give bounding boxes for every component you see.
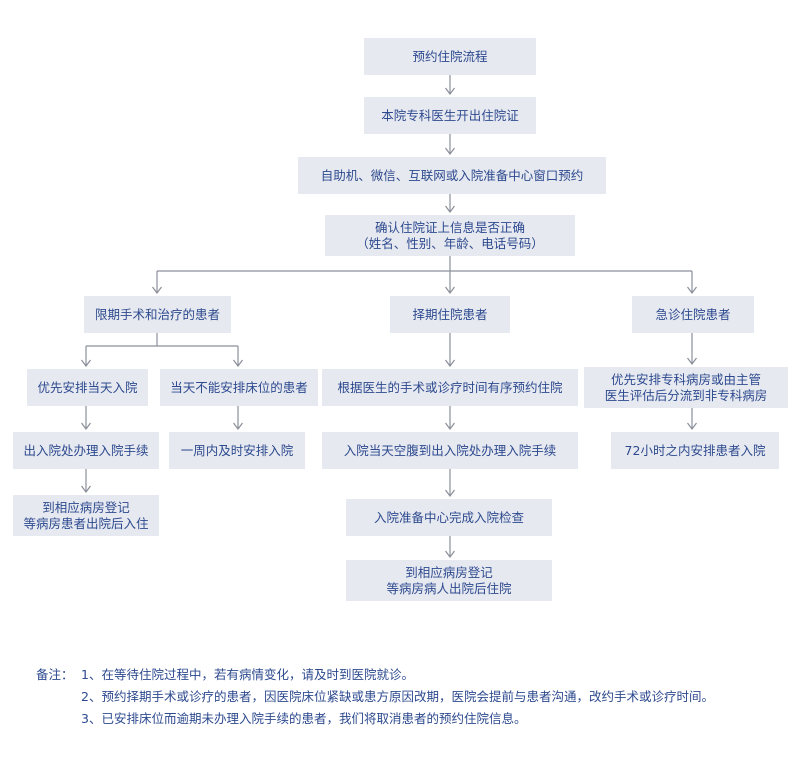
arrow-to-same-day-head <box>81 359 91 367</box>
arrow-to-elective-head <box>445 286 455 294</box>
arrow-booking-to-fasting-head <box>445 422 455 430</box>
arrow-fasting-to-exam-head <box>445 489 455 497</box>
category-emergency-text: 急诊住院患者 <box>655 306 731 322</box>
limited-same-day-admission: 优先安排当天入院 <box>27 369 148 406</box>
arrow-booking-to-confirm-head <box>445 205 455 213</box>
note-item-3: 3、已安排床位而逾期未办理入院手续的患者，我们将取消患者的预约住院信息。 <box>81 711 527 726</box>
arrow-to-limited-head <box>152 286 162 294</box>
category-elective-text: 择期住院患者 <box>412 306 488 322</box>
notes-section: 备注： 1、在等待住院过程中，若有病情变化，请及时到医院就诊。 2、预约择期手术… <box>36 664 796 730</box>
arrow-emergency-to-priority-head <box>687 357 697 365</box>
step-confirm-info: 确认住院证上信息是否正确 （姓名、性别、年龄、电话号码） <box>325 215 575 256</box>
arrow-exam-to-ward-head <box>445 550 455 558</box>
title-text: 预约住院流程 <box>412 48 488 64</box>
arrow-title-to-prescription-head <box>445 87 455 95</box>
elective-admission-exam-text: 入院准备中心完成入院检查 <box>373 509 524 525</box>
note-row-3: 3、已安排床位而逾期未办理入院手续的患者，我们将取消患者的预约住院信息。 <box>36 708 796 730</box>
limited-admission-procedure: 出入院处办理入院手续 <box>13 432 159 469</box>
limited-within-one-week-text: 一周内及时安排入院 <box>180 442 294 458</box>
elective-schedule-booking: 根据医生的手术或诊疗时间有序预约住院 <box>322 369 578 406</box>
arrow-procedure-to-ward-head <box>81 485 91 493</box>
emergency-priority-ward: 优先安排专科病房或由主管 医生评估后分流到非专科病房 <box>584 367 788 408</box>
step-confirm-info-line2: （姓名、性别、年龄、电话号码） <box>356 235 544 251</box>
limited-ward-registration-line1: 到相应病房登记 <box>42 499 130 515</box>
elective-ward-registration-line2: 等病房病人出院后住院 <box>386 580 512 596</box>
arrow-elective-to-booking-head <box>445 359 455 367</box>
step-confirm-info-line1: 确认住院证上信息是否正确 <box>374 219 525 235</box>
step-booking-channels-text: 自助机、微信、互联网或入院准备中心窗口预约 <box>320 167 584 183</box>
limited-admission-procedure-text: 出入院处办理入院手续 <box>23 442 149 458</box>
emergency-priority-ward-line1: 优先安排专科病房或由主管 <box>610 371 761 387</box>
elective-fasting-admission: 入院当天空腹到出入院处办理入院手续 <box>322 432 578 469</box>
arrow-to-emergency-head <box>687 286 697 294</box>
emergency-72h-admission-text: 72小时之内安排患者入院 <box>624 442 766 458</box>
emergency-72h-admission: 72小时之内安排患者入院 <box>611 432 779 469</box>
limited-ward-registration-line2: 等病房患者出院后入住 <box>23 515 149 531</box>
note-row-1: 备注： 1、在等待住院过程中，若有病情变化，请及时到医院就诊。 <box>36 664 796 686</box>
note-item-2: 2、预约择期手术或诊疗的患者，因医院床位紧缺或患方原因改期，医院会提前与患者沟通… <box>81 689 714 704</box>
note-row-2: 2、预约择期手术或诊疗的患者，因医院床位紧缺或患方原因改期，医院会提前与患者沟通… <box>36 686 796 708</box>
note-item-1: 1、在等待住院过程中，若有病情变化，请及时到医院就诊。 <box>81 667 414 682</box>
step-booking-channels: 自助机、微信、互联网或入院准备中心窗口预约 <box>298 157 606 194</box>
elective-ward-registration-line1: 到相应病房登记 <box>405 564 493 580</box>
arrow-priority-to-72h-head <box>687 422 697 430</box>
elective-schedule-booking-text: 根据医生的手术或诊疗时间有序预约住院 <box>337 379 563 395</box>
category-emergency-patients: 急诊住院患者 <box>632 296 754 333</box>
arrow-same-day-to-procedure-head <box>81 422 91 430</box>
title-box: 预约住院流程 <box>364 38 536 75</box>
limited-within-one-week: 一周内及时安排入院 <box>169 432 305 469</box>
limited-same-day-text: 优先安排当天入院 <box>37 379 138 395</box>
category-limited-text: 限期手术和治疗的患者 <box>94 306 220 322</box>
notes-prefix: 备注： <box>36 667 74 682</box>
arrow-prescription-to-booking-head <box>445 147 455 155</box>
limited-no-bed-same-day: 当天不能安排床位的患者 <box>160 369 318 406</box>
elective-fasting-admission-text: 入院当天空腹到出入院处办理入院手续 <box>343 442 557 458</box>
arrow-no-bed-to-one-week-head <box>233 422 243 430</box>
arrow-to-no-bed-head <box>233 359 243 367</box>
category-limited-patients: 限期手术和治疗的患者 <box>84 296 231 333</box>
elective-ward-registration: 到相应病房登记 等病房病人出院后住院 <box>346 560 552 601</box>
elective-admission-exam: 入院准备中心完成入院检查 <box>346 499 552 536</box>
step-prescription-text: 本院专科医生开出住院证 <box>381 107 519 123</box>
step-prescription: 本院专科医生开出住院证 <box>364 97 536 134</box>
category-elective-patients: 择期住院患者 <box>390 296 510 333</box>
emergency-priority-ward-line2: 医生评估后分流到非专科病房 <box>604 387 768 403</box>
limited-no-bed-text: 当天不能安排床位的患者 <box>170 379 308 395</box>
limited-ward-registration: 到相应病房登记 等病房患者出院后入住 <box>13 495 159 536</box>
